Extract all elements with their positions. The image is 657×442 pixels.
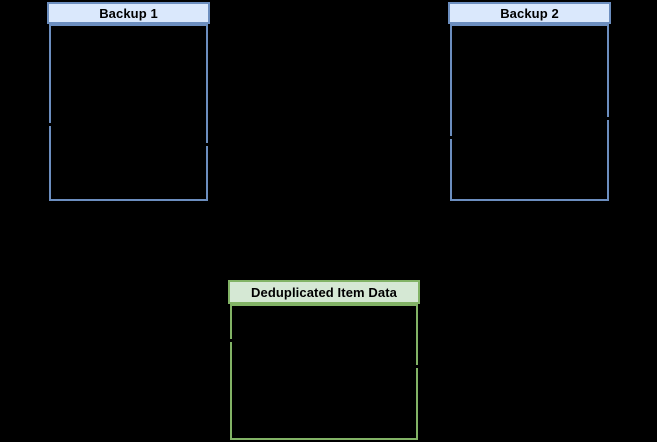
dedup-connector-stub-left [224, 339, 233, 342]
dedup-connector-stub-right [413, 365, 422, 368]
backup1-body [49, 24, 208, 201]
backup1-connector-stub-left [43, 123, 52, 126]
backup1-header: Backup 1 [47, 2, 210, 24]
dedup-body [230, 304, 418, 440]
backup2-connector-stub-right [605, 117, 614, 120]
backup2-body [450, 24, 609, 201]
backup2-title: Backup 2 [500, 5, 559, 21]
backup2-connector-stub-left [444, 136, 453, 139]
backup1-connector-stub-right [204, 143, 213, 146]
dedup-title: Deduplicated Item Data [251, 284, 397, 300]
backup1-title: Backup 1 [99, 5, 158, 21]
backup2-header: Backup 2 [448, 2, 611, 24]
dedup-header: Deduplicated Item Data [228, 280, 420, 304]
